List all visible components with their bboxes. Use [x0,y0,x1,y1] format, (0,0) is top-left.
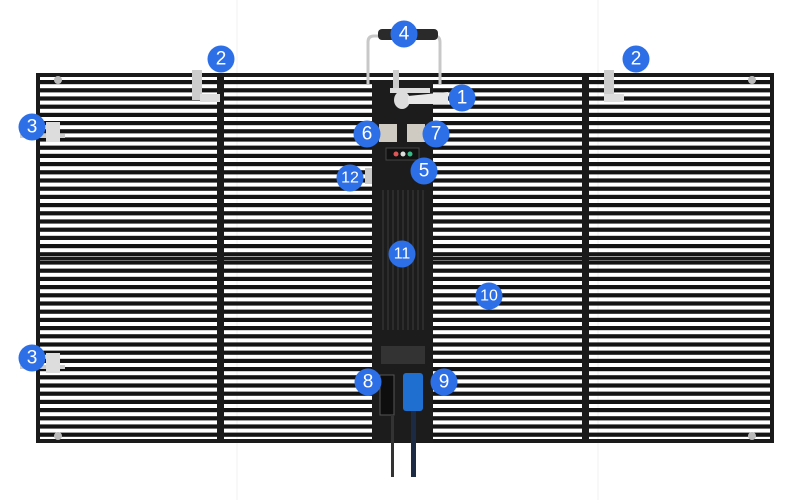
corner-bolt [748,76,756,84]
lock-knob [394,91,410,109]
top-connector-right-lever [604,94,624,102]
top-connector-left-lever [200,94,220,102]
lock-pin [393,70,399,88]
callout-badge-5: 5 [410,157,438,185]
callout-badge-11: 11 [388,240,416,268]
top-connector-right-icon [604,70,614,100]
callout-badge-2-left: 2 [207,45,235,73]
top-connector-left-icon [192,70,202,100]
lock-bar [390,88,430,93]
callout-badge-3-lower: 3 [18,344,46,372]
signal-port-in-icon [379,124,397,142]
vent-slot [387,190,389,330]
callout-badge-8: 8 [354,368,382,396]
callout-badge-6: 6 [353,120,381,148]
callout-badge-10: 10 [475,282,503,310]
side-lock-lower-icon [20,365,65,369]
callout-badge-2-right: 2 [622,45,650,73]
callout-badge-3-upper: 3 [18,113,46,141]
cable-left [391,415,394,477]
corner-bolt [748,432,756,440]
callout-badge-1: 1 [448,84,476,112]
callout-badge-7: 7 [422,120,450,148]
vent-slot [382,190,384,330]
power-out-plug-icon [403,373,423,411]
corner-bolt [54,76,62,84]
indicator-led-red [393,151,399,157]
callout-badge-4: 4 [390,20,418,48]
side-lock-upper-body [46,122,60,142]
vent-slot [422,190,424,330]
side-latch-icon [365,168,372,184]
power-in-plug-icon [379,374,395,416]
side-lock-lower-body [46,353,60,373]
vent-slot [417,190,419,330]
indicator-led-white [400,151,406,157]
callout-badge-12: 12 [336,164,364,192]
lock-lever-icon [408,92,448,104]
indicator-led-green [407,151,413,157]
corner-bolt [54,432,62,440]
side-lock-upper-icon [20,134,65,138]
signal-port-out-icon [407,124,425,142]
status-strip [381,346,425,364]
callout-badge-9: 9 [430,368,458,396]
cable-right [411,411,416,477]
